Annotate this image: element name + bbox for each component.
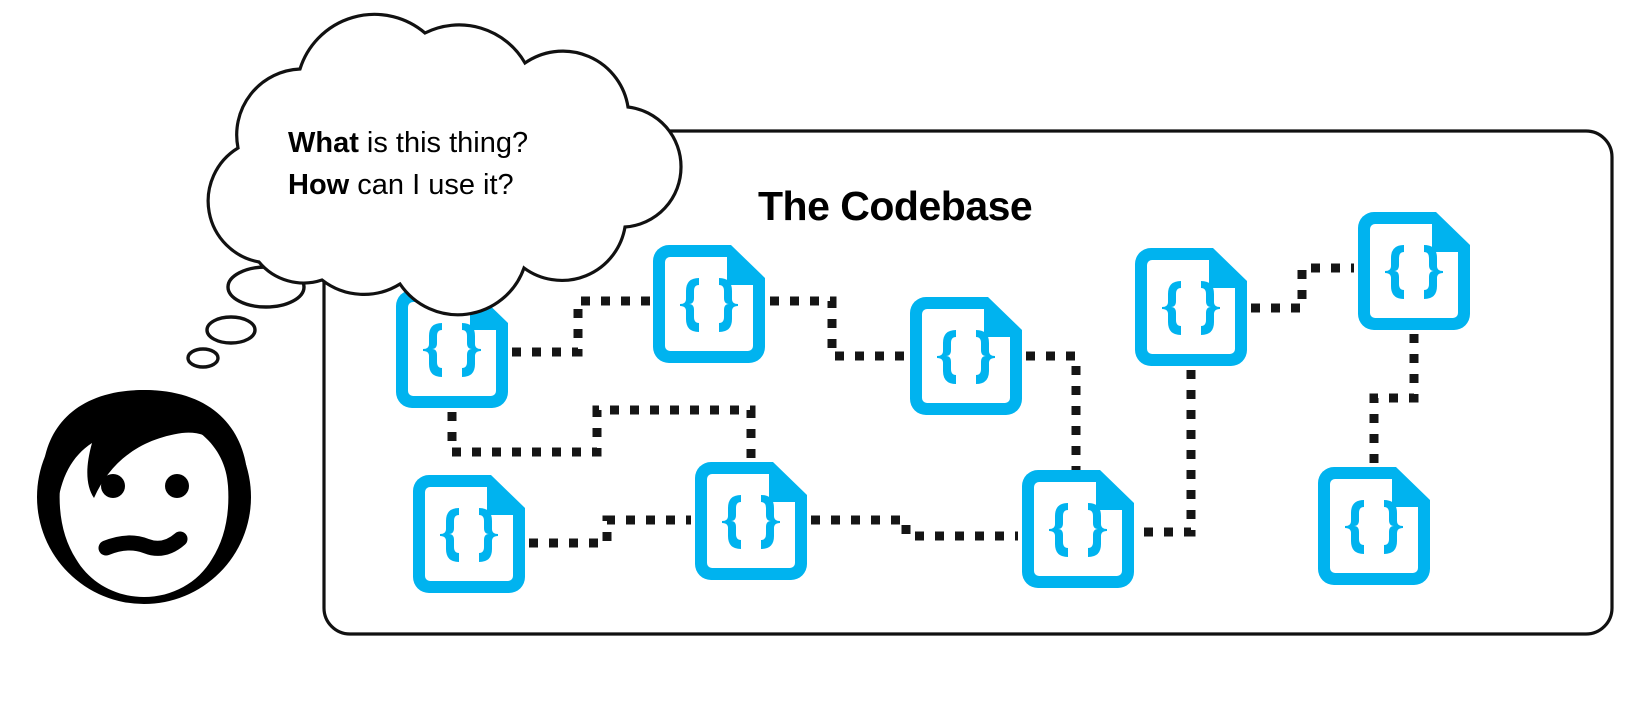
file-node-5[interactable] (1358, 212, 1470, 330)
panel-border (322, 129, 1614, 636)
conn-1-7 (447, 405, 756, 458)
thought-bubble-icon (206, 12, 683, 317)
thought-line-1: What is this thing? (288, 127, 528, 159)
file-node-4[interactable] (1135, 248, 1247, 366)
eye-left (101, 474, 125, 498)
codebase-panel (322, 129, 1614, 636)
thought-tail-dot-3 (186, 347, 220, 369)
conn-2-3 (770, 296, 906, 361)
conn-3-8 (1020, 351, 1081, 533)
conn-1-2 (512, 296, 650, 357)
conn-4-5 (1251, 263, 1354, 313)
thought-line-2-rest: can I use it? (349, 169, 513, 201)
hair (42, 390, 248, 512)
thought-line-2-emphasis: How (288, 169, 350, 201)
thought-line-1-emphasis: What (288, 127, 359, 159)
file-node-7[interactable] (695, 462, 807, 580)
connection-layer (447, 263, 1419, 548)
conn-6-7 (529, 515, 691, 548)
file-node-8[interactable] (1022, 470, 1134, 588)
eye-right (165, 474, 189, 498)
file-node-3[interactable] (910, 297, 1022, 415)
thought-bubble-text: What is this thing? How can I use it? (288, 127, 528, 201)
thought-tail-dot-2 (205, 315, 257, 345)
thought-line-2: How can I use it? (288, 169, 514, 201)
file-node-9[interactable] (1318, 467, 1430, 585)
file-node-6[interactable] (413, 475, 525, 593)
conn-5-9 (1369, 334, 1419, 463)
mouth-wavy (98, 531, 188, 556)
conn-7-8 (811, 515, 1018, 541)
thought-line-1-rest: is this thing? (359, 127, 528, 159)
file-node-2[interactable] (653, 245, 765, 363)
person-face-icon (37, 390, 251, 604)
page-title: The Codebase (758, 183, 1032, 229)
conn-4-8 (1136, 370, 1196, 537)
